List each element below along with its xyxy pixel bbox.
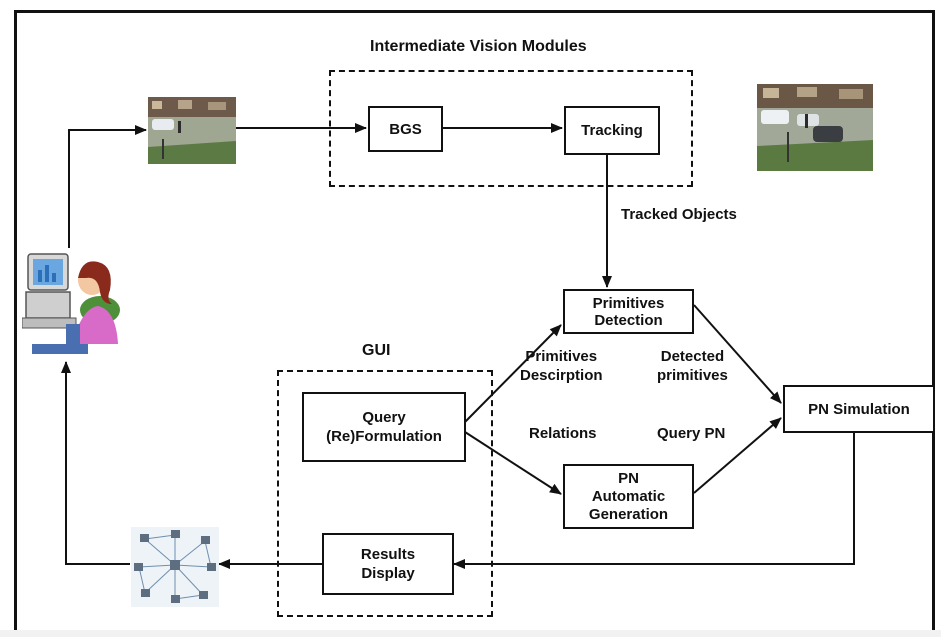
results-display-line2: Display: [361, 565, 415, 582]
gui-title: GUI: [362, 342, 391, 359]
arrow-query-to-pngen: [464, 431, 562, 495]
primitives-description-label: Primitives Descirption: [520, 347, 603, 385]
parking-lot-scene-photo-icon: [757, 84, 873, 171]
primitives-detection-line1: Primitives: [592, 294, 665, 312]
pn-generation-line3: Generation: [588, 505, 669, 523]
gui-group: [277, 370, 493, 617]
arrow-pnsim-to-results: [453, 433, 855, 569]
bottom-strip: [0, 630, 941, 637]
modules-title: Intermediate Vision Modules: [370, 38, 587, 55]
outer-frame: [14, 10, 935, 635]
bgs-box[interactable]: BGS: [368, 106, 443, 152]
primitives-detection-box[interactable]: Primitives Detection: [563, 289, 694, 334]
detected-primitives-line2: primitives: [657, 367, 728, 384]
arrow-pngen-to-pnsim: [693, 417, 782, 494]
pn-generation-box[interactable]: PN Automatic Generation: [563, 464, 694, 529]
detected-primitives-line1: Detected: [660, 348, 725, 365]
bgs-label: BGS: [389, 120, 422, 138]
arrow-query-to-primitives: [464, 324, 562, 423]
query-pn-label: Query PN: [657, 425, 726, 442]
pn-simulation-box[interactable]: PN Simulation: [783, 385, 935, 433]
query-formulation-line2: (Re)Formulation: [326, 428, 442, 445]
primitives-description-line1: Primitives: [525, 348, 598, 365]
results-display-box[interactable]: Results Display: [322, 533, 454, 595]
results-display-line1: Results: [360, 546, 416, 563]
relations-label: Relations: [529, 425, 597, 442]
arrow-primitives-to-pnsim: [693, 304, 782, 404]
tracked-objects-label: Tracked Objects: [621, 206, 737, 223]
primitives-detection-line2: Detection: [594, 311, 663, 329]
tracking-label: Tracking: [581, 122, 643, 139]
network-graph-icon: [131, 527, 219, 607]
pn-generation-line2: Automatic: [591, 487, 666, 505]
arrow-network-to-user: [61, 361, 130, 565]
detected-primitives-label: Detected primitives: [657, 347, 728, 385]
tracking-box[interactable]: Tracking: [564, 106, 660, 155]
arrow-user-to-camera: [68, 125, 147, 248]
primitives-description-line2: Descirption: [520, 367, 603, 384]
pn-generation-line1: PN: [618, 469, 639, 487]
surveillance-scene-photo-icon: [148, 97, 236, 164]
pn-simulation-label: PN Simulation: [808, 400, 910, 418]
query-formulation-line1: Query: [362, 409, 406, 426]
user-at-computer-icon: [22, 253, 120, 354]
query-formulation-box[interactable]: Query (Re)Formulation: [302, 392, 466, 462]
